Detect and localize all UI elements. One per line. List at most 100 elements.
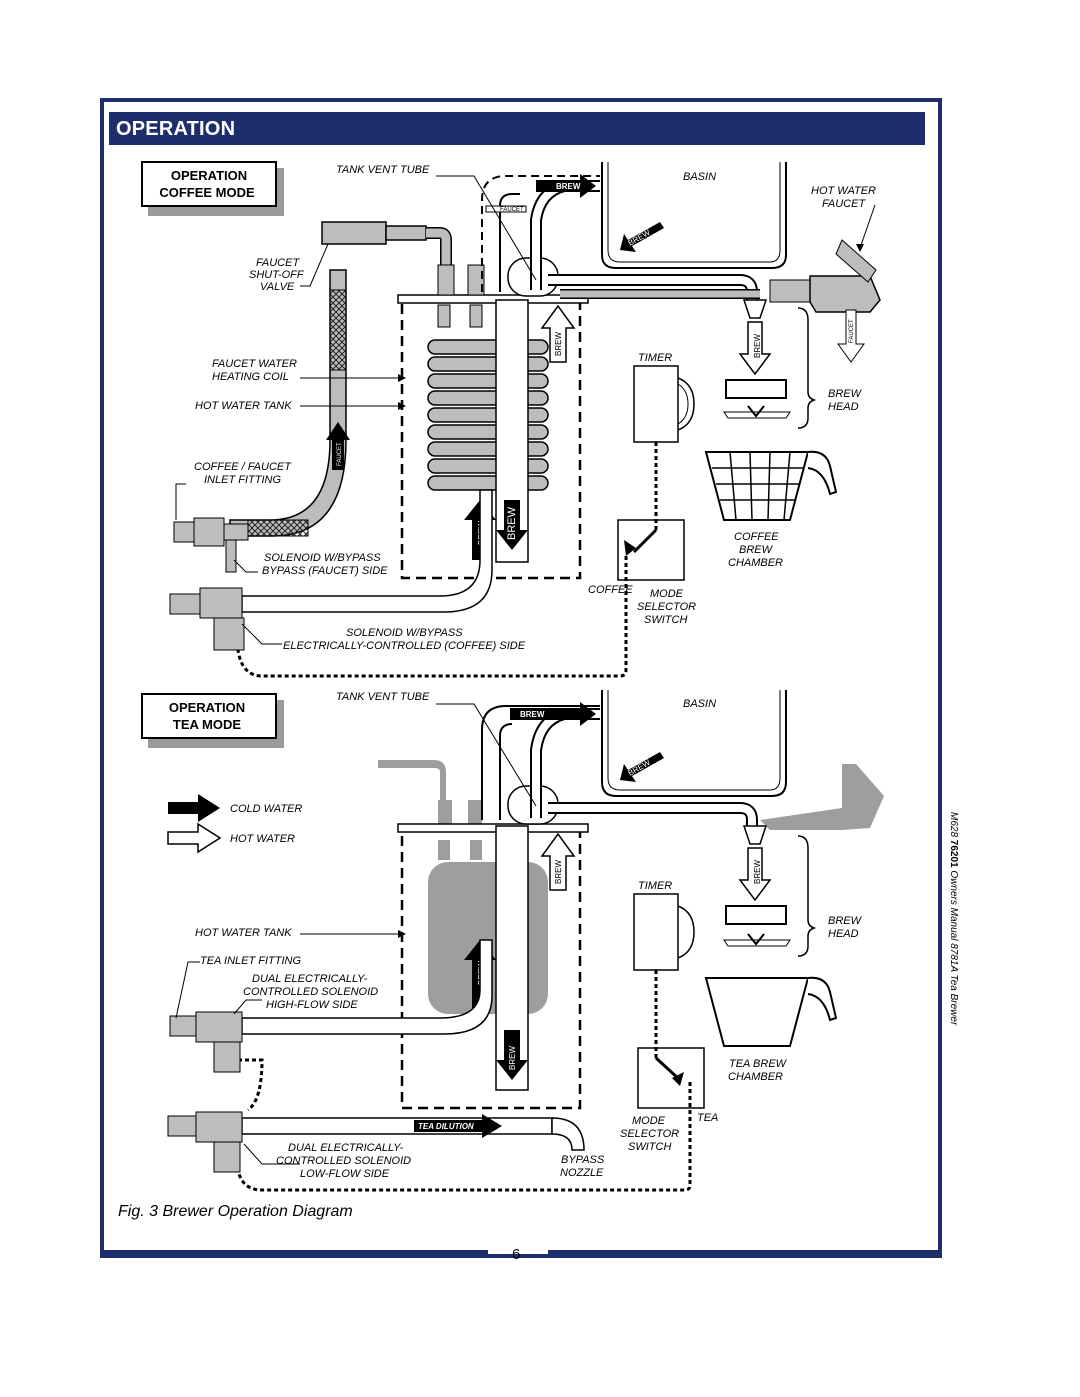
tea-brew-head	[725, 905, 787, 925]
coffee-box-line2: COFFEE MODE	[159, 185, 255, 200]
coffee-heating-coil	[427, 339, 549, 491]
coffee-label-switch-setting: COFFEE	[588, 584, 633, 596]
tea-label-dual-high-3: HIGH-FLOW SIDE	[266, 999, 358, 1011]
coffee-label-hot-water: HOT WATER	[811, 185, 876, 197]
tea-label-dual-low-1: DUAL ELECTRICALLY-	[288, 1142, 404, 1154]
tea-label-dual-low-2: CONTROLLED SOLENOID	[276, 1155, 411, 1167]
coffee-label-shutoff-1: FAUCET	[256, 257, 300, 269]
page-number: 6	[512, 1246, 521, 1263]
coffee-faucet-arrow	[326, 422, 350, 470]
coffee-label-faucet: FAUCET	[822, 198, 866, 210]
svg-text:BREW: BREW	[627, 758, 653, 778]
coffee-label-inlet-1: COFFEE / FAUCET	[194, 461, 292, 473]
coffee-label-chamber-1: COFFEE	[734, 531, 779, 543]
section-title: OPERATION	[116, 118, 236, 140]
coffee-label-solenoid-bypass-1: SOLENOID W/BYPASS	[264, 552, 381, 564]
svg-text:BREW: BREW	[520, 710, 545, 719]
side-note-model: M628	[948, 812, 959, 840]
coffee-leader-arrowheads	[398, 244, 864, 410]
tea-label-dual-high-1: DUAL ELECTRICALLY-	[252, 973, 368, 985]
tea-low-flow-pipe	[241, 1117, 553, 1135]
coffee-mode-title-box: OPERATION COFFEE MODE	[141, 161, 284, 216]
tea-label-mode-1: MODE	[632, 1115, 666, 1127]
tea-label-bypass-1: BYPASS	[561, 1154, 605, 1166]
tea-mode-selector-switch	[637, 1047, 705, 1109]
coffee-shutoff-valve	[321, 221, 387, 245]
coffee-wiring	[236, 442, 658, 678]
coffee-label-brew-head-2: HEAD	[828, 401, 859, 413]
coffee-label-basin: BASIN	[683, 171, 716, 183]
coffee-timer	[633, 365, 695, 443]
legend-hot-water: HOT WATER	[230, 833, 295, 845]
coffee-label-timer: TIMER	[638, 352, 672, 364]
coffee-inlet-fitting	[173, 517, 249, 573]
coffee-label-shutoff-2: SHUT-OFF	[249, 269, 305, 281]
svg-text:BREW: BREW	[753, 334, 762, 358]
cold-water-arrow-icon	[168, 794, 220, 822]
svg-text:FAUCET: FAUCET	[500, 207, 524, 213]
svg-text:FAUCET: FAUCET	[849, 319, 855, 343]
coffee-solenoid	[169, 587, 245, 651]
tea-label-hot-water-tank: HOT WATER TANK	[195, 927, 292, 939]
side-note-title: Owners Manual 8781A Tea Brewer	[948, 867, 959, 1026]
tea-wiring	[236, 970, 692, 1192]
footer-rule-right	[548, 1250, 938, 1255]
tea-label-timer: TIMER	[638, 880, 672, 892]
coffee-brew-head	[725, 379, 787, 399]
tea-mode-title-box: OPERATION TEA MODE	[141, 693, 284, 748]
tea-label-chamber-1: TEA BREW	[729, 1058, 788, 1070]
tea-box-line1: OPERATION	[169, 700, 245, 715]
tea-label-tank-vent: TANK VENT TUBE	[336, 691, 430, 703]
tea-label-bypass-2: NOZZLE	[560, 1167, 604, 1179]
section-header-bar	[109, 112, 925, 145]
coffee-label-solenoid-elec-2: ELECTRICALLY-CONTROLLED (COFFEE) SIDE	[283, 640, 526, 652]
coffee-mode-section: OPERATION COFFEE MODE BREW BREW	[141, 161, 881, 678]
coffee-label-shutoff-3: VALVE	[260, 281, 295, 293]
coffee-label-chamber-3: CHAMBER	[728, 557, 783, 569]
tea-label-brew-head-2: HEAD	[828, 928, 859, 940]
tea-label-inlet: TEA INLET FITTING	[200, 955, 301, 967]
coffee-label-mode-3: SWITCH	[644, 614, 687, 626]
tea-dilution-arrow	[414, 1114, 502, 1138]
svg-text:BREW: BREW	[554, 332, 563, 356]
coffee-label-heating-coil: HEATING COIL	[212, 371, 289, 383]
coffee-basin-brew-arrow	[620, 222, 664, 252]
footer-rule-left	[100, 1250, 488, 1255]
tea-label-basin: BASIN	[683, 698, 716, 710]
tea-label-chamber-2: CHAMBER	[728, 1071, 783, 1083]
tea-box-line2: TEA MODE	[173, 717, 241, 732]
coffee-brew-arrow-top	[536, 174, 596, 198]
tea-high-flow-pipe	[241, 939, 493, 1035]
svg-text:BREW: BREW	[508, 1046, 517, 1070]
coffee-basin	[601, 162, 787, 269]
tea-label-mode-3: SWITCH	[628, 1141, 671, 1153]
coffee-faucet-down-arrow	[837, 309, 865, 363]
svg-text:TEA DILUTION: TEA DILUTION	[418, 1122, 474, 1131]
tea-timer	[633, 893, 695, 971]
side-note-part-number: 76201	[948, 839, 959, 868]
coffee-label-mode-1: MODE	[650, 588, 684, 600]
tea-legend: COLD WATER HOT WATER	[167, 794, 302, 854]
svg-text:FAUCET: FAUCET	[337, 442, 343, 466]
coffee-inlet-pipe	[241, 489, 493, 613]
tea-label-dual-high-2: CONTROLLED SOLENOID	[243, 986, 378, 998]
hot-water-arrow-icon	[167, 822, 222, 854]
tea-label-switch-setting: TEA	[697, 1112, 718, 1124]
coffee-label-chamber-2: BREW	[739, 544, 774, 556]
tea-label-dual-low-3: LOW-FLOW SIDE	[300, 1168, 390, 1180]
coffee-label-brew-head-1: BREW	[828, 388, 863, 400]
tea-basin	[601, 690, 787, 797]
tea-tank-lid	[397, 823, 589, 833]
figure-caption: Fig. 3 Brewer Operation Diagram	[118, 1203, 353, 1220]
svg-text:BREW: BREW	[554, 860, 563, 884]
coffee-hot-water-faucet	[769, 239, 881, 313]
coffee-brew-head-arrow	[738, 321, 772, 376]
svg-text:BREW: BREW	[627, 228, 653, 248]
coffee-box-line1: OPERATION	[171, 168, 247, 183]
coffee-tank-lid	[397, 294, 589, 304]
tea-label-mode-2: SELECTOR	[620, 1128, 679, 1140]
tea-low-flow-solenoid	[167, 1111, 243, 1173]
coffee-label-faucet-water: FAUCET WATER	[212, 358, 297, 370]
tea-mode-section: OPERATION TEA MODE COLD WATER HOT WATER …	[141, 690, 884, 1192]
